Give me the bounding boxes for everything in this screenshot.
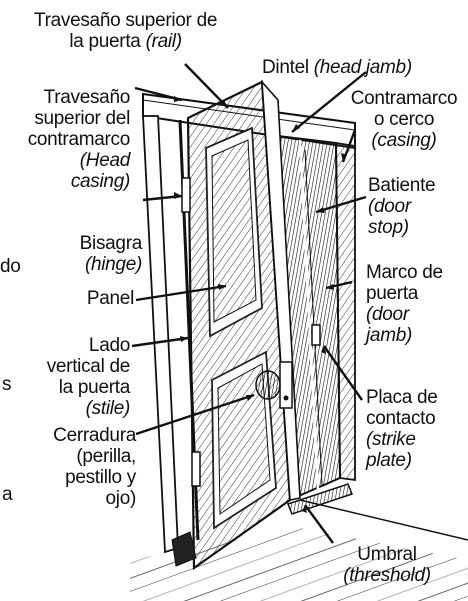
- label-rail-line2: la puerta: [69, 31, 141, 52]
- label-head-jamb: Dintel (head jamb): [262, 57, 412, 78]
- label-threshold-en: (threshold): [343, 565, 431, 586]
- label-clipped-s: s: [2, 374, 12, 395]
- label-casing-en: (casing): [371, 130, 437, 151]
- label-clipped-a-text: a: [2, 484, 13, 505]
- label-strike-plate-en2: plate): [366, 450, 412, 471]
- label-strike-plate-line2: contacto: [366, 408, 436, 429]
- label-casing-line2: o cerco: [373, 109, 435, 130]
- pointer-lines: [131, 63, 367, 544]
- threshold-shape: [287, 483, 353, 515]
- label-door-jamb-en2: jamb): [366, 325, 413, 346]
- label-stile-line3: la puerta: [58, 377, 131, 398]
- label-door-stop-en2: stop): [368, 217, 409, 238]
- label-stile-line1: Lado: [88, 335, 130, 356]
- label-head-casing: Travesaño superior del contramarco (Head…: [18, 87, 131, 192]
- label-clipped-s-text: s: [2, 374, 12, 395]
- label-strike-plate: Placa de contacto (strike plate): [366, 387, 438, 471]
- label-clipped-a: a: [2, 484, 13, 505]
- label-hinge-es: Bisagra: [79, 233, 143, 254]
- label-lockset-line4: ojo): [105, 488, 137, 509]
- label-rail-en: (rail): [145, 31, 183, 52]
- label-casing-line1: Contramarco: [350, 88, 458, 109]
- label-head-casing-line1: Travesaño: [43, 87, 131, 108]
- label-panel-es: Panel: [86, 288, 134, 309]
- label-clipped-do: do: [0, 256, 21, 277]
- label-door-jamb-en1: (door: [366, 304, 409, 325]
- label-threshold-es: Umbral: [357, 544, 417, 565]
- lock-plate: [279, 361, 293, 409]
- label-strike-plate-en1: (strike: [366, 429, 416, 450]
- left-casing: [142, 115, 179, 554]
- label-clipped-do-text: do: [0, 256, 21, 277]
- label-door-stop-en1: (door: [368, 196, 411, 217]
- label-door-jamb: Marco de puerta (door jamb): [366, 262, 443, 346]
- label-door-jamb-line2: puerta: [366, 283, 419, 304]
- label-lockset-line3: pestillo y: [65, 467, 136, 488]
- label-lockset-line2: (perilla,: [76, 446, 136, 467]
- label-threshold: Umbral (threshold): [322, 544, 452, 586]
- door-knob: [255, 370, 281, 400]
- label-casing: Contramarco o cerco (casing): [347, 88, 461, 151]
- label-rail-line1: Travesaño superior de: [34, 10, 218, 31]
- label-head-jamb-en: (head jamb): [313, 57, 412, 78]
- label-rail: Travesaño superior de la puerta (rail): [34, 10, 217, 52]
- strike-plate-shape: [311, 324, 321, 346]
- label-panel: Panel: [60, 288, 134, 309]
- label-head-casing-en1: (Head: [79, 150, 131, 171]
- label-stile-line2: vertical de: [46, 356, 131, 377]
- label-strike-plate-line1: Placa de: [366, 387, 438, 408]
- arrow-heads: [174, 96, 347, 513]
- label-stile: Lado vertical de la puerta (stile): [18, 335, 131, 419]
- hinge-top: [181, 177, 191, 213]
- label-stile-en: (stile): [85, 398, 131, 419]
- label-head-casing-line3: contramarco: [27, 129, 131, 150]
- hinge-bottom: [191, 451, 201, 487]
- label-lockset-line1: Cerradura: [53, 425, 136, 446]
- label-door-stop: Batiente (door stop): [368, 175, 436, 238]
- label-head-jamb-es: Dintel: [262, 57, 309, 78]
- label-head-casing-line2: superior del: [34, 108, 130, 129]
- label-head-casing-en2: casing): [70, 171, 130, 192]
- label-lockset: Cerradura (perilla, pestillo y ojo): [18, 425, 136, 509]
- label-door-jamb-line1: Marco de: [366, 262, 443, 283]
- label-door-stop-es: Batiente: [368, 175, 436, 196]
- label-hinge-en: (hinge): [84, 254, 142, 275]
- label-hinge: Bisagra (hinge): [50, 233, 143, 275]
